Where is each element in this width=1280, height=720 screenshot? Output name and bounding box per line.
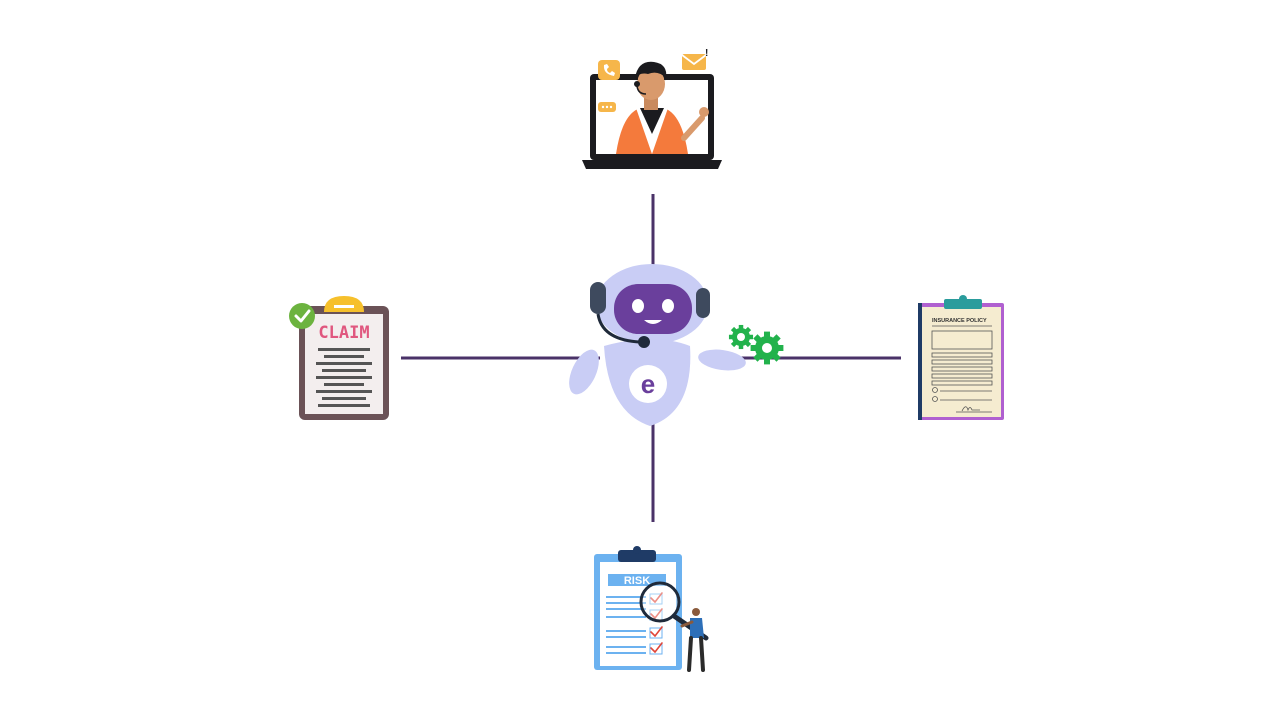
mail-icon: ! — [681, 48, 708, 70]
node-ai-chatbot: e — [562, 262, 792, 434]
person-icon — [680, 608, 705, 672]
risk-title: RISK — [624, 575, 650, 587]
policy-title: INSURANCE POLICY — [932, 318, 987, 324]
phone-icon — [598, 60, 620, 80]
clipboard-icon: INSURANCE POLICY — [918, 295, 1004, 420]
claim-title: CLAIM — [318, 323, 369, 343]
node-insurance-policy: INSURANCE POLICY — [916, 295, 1006, 423]
robot-logo-letter: e — [641, 369, 655, 399]
chat-icon — [598, 102, 616, 112]
clipboard-icon: CLAIM — [289, 296, 389, 420]
node-risk-assessment: RISK — [590, 546, 714, 674]
gear-icon — [728, 324, 754, 350]
clipboard-icon: RISK — [594, 546, 709, 672]
node-claims: CLAIM — [288, 296, 392, 424]
check-icon — [289, 303, 315, 329]
node-customer-support: ! — [578, 48, 728, 172]
headset-agent-icon: ! — [582, 48, 722, 169]
robot-icon: e — [569, 264, 784, 426]
svg-text:!: ! — [705, 48, 708, 59]
gear-icon — [750, 331, 784, 365]
